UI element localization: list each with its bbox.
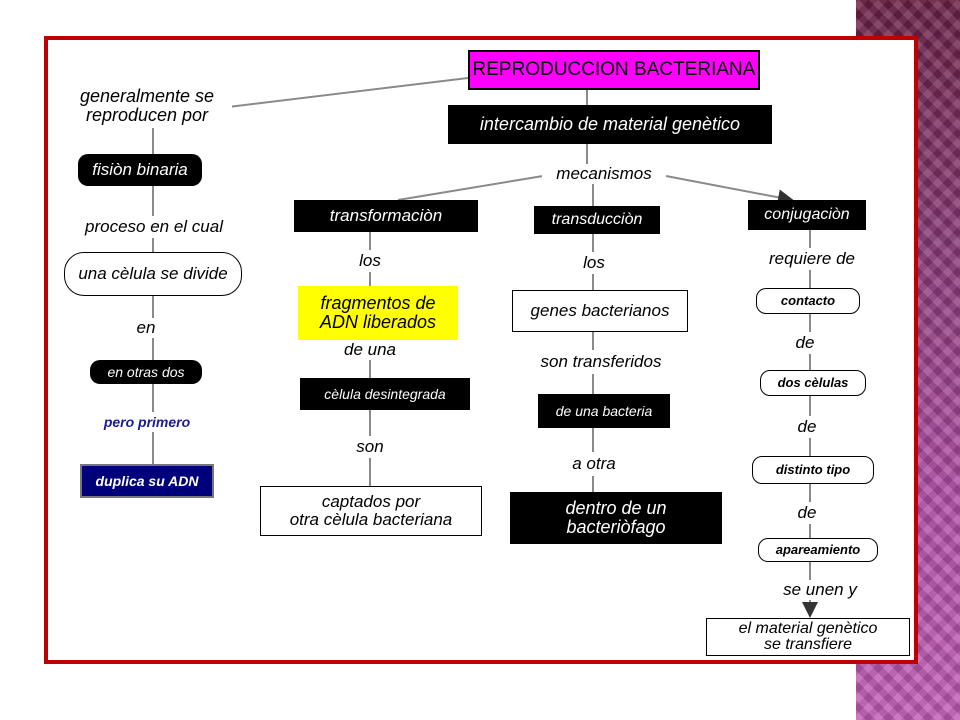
node-conjugacion: conjugaciòn: [748, 200, 866, 230]
node-transformacion: transformaciòn: [294, 200, 478, 232]
node-celula-divide: una cèlula se divide: [64, 252, 242, 296]
connector-lines: [152, 77, 818, 618]
connector-title-left: [219, 77, 469, 109]
node-dos-celulas: dos cèlulas: [760, 370, 866, 396]
label-mecanismos: mecanismos: [542, 164, 666, 184]
node-fragmentos-adn: fragmentos de ADN liberados: [298, 286, 458, 340]
label-requiere-de: requiere de: [750, 248, 874, 270]
node-bacteriofago: dentro de un bacteriòfago: [510, 492, 722, 544]
node-genes-bacterianos: genes bacterianos: [512, 290, 688, 332]
label-proceso: proceso en el cual: [66, 216, 242, 238]
node-material-genetico: el material genètico se transfiere: [706, 618, 910, 656]
node-distinto-tipo: distinto tipo: [752, 456, 874, 484]
label-de-2: de: [790, 416, 824, 438]
title-node: REPRODUCCION BACTERIANA: [468, 50, 760, 90]
label-son-transferidos: son transferidos: [522, 350, 680, 374]
label-se-unen: se unen y: [768, 580, 872, 600]
label-son: son: [344, 436, 396, 458]
connector-mecanismos-conjugacion: [665, 175, 794, 206]
concept-map-frame: REPRODUCCION BACTERIANA generalmente se …: [44, 36, 918, 664]
node-duplica-adn: duplica su ADN: [80, 464, 214, 498]
node-otras-dos: en otras dos: [90, 360, 202, 384]
label-de-una: de una: [332, 340, 408, 360]
label-de-3: de: [790, 502, 824, 524]
node-celula-desintegrada: cèlula desintegrada: [300, 378, 470, 410]
node-de-una-bacteria: de una bacteria: [538, 394, 670, 428]
connector-mecanismos-transformacion: [397, 175, 544, 201]
node-apareamiento: apareamiento: [758, 538, 878, 562]
node-transduccion: transducciòn: [534, 206, 660, 234]
node-captados: captados por otra cèlula bacteriana: [260, 486, 482, 536]
label-los-transduccion: los: [572, 252, 616, 274]
label-a-otra: a otra: [562, 452, 626, 476]
label-generalmente: generalmente se reproducen por: [62, 84, 232, 128]
label-de-1: de: [788, 332, 822, 354]
label-pero-primero: pero primero: [88, 412, 206, 432]
node-fision-binaria: fisiòn binaria: [78, 154, 202, 186]
node-contacto: contacto: [756, 288, 860, 314]
label-los-transformacion: los: [348, 250, 392, 272]
node-intercambio: intercambio de material genètico: [448, 105, 772, 144]
label-en: en: [126, 318, 166, 338]
